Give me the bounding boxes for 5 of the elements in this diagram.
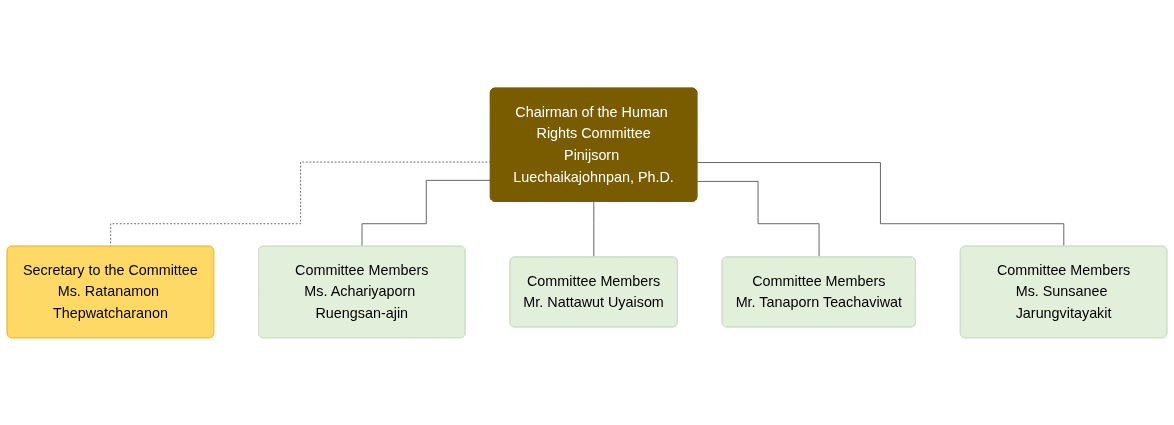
connector bbox=[110, 161, 492, 247]
connector bbox=[593, 200, 595, 258]
connector bbox=[696, 161, 1065, 247]
connector bbox=[361, 179, 492, 247]
connector bbox=[696, 180, 820, 258]
